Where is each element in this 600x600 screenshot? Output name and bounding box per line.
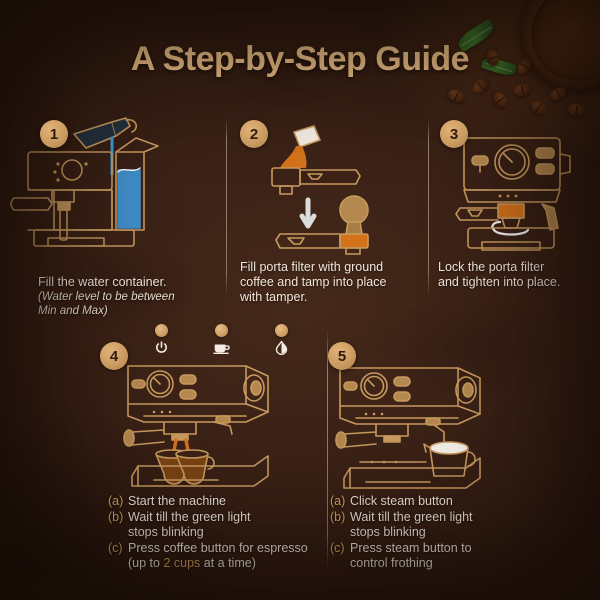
coffee-bean-icon xyxy=(446,87,467,105)
step-1: 1 xyxy=(0,112,226,317)
step-number-badge: 4 xyxy=(100,342,128,370)
step-4-instruction-list: (a) Start the machine (b) Wait till the … xyxy=(108,494,308,572)
step-2: 2 Fill po xyxy=(226,112,430,304)
list-item: (c) Press coffee button for espresso (up… xyxy=(108,541,308,572)
coffee-cup-icon xyxy=(213,340,230,355)
list-marker: (b) xyxy=(108,509,124,524)
step-1-illustration xyxy=(10,117,159,247)
step-5-illustration xyxy=(335,367,481,489)
power-indicator-dot xyxy=(155,324,168,337)
column-divider xyxy=(226,118,227,296)
step-2-illustration xyxy=(271,125,369,255)
step-number-badge: 1 xyxy=(40,120,68,148)
step-2-caption: Fill porta filter with ground coffee and… xyxy=(240,260,387,304)
list-item: (b) Wait till the green light stops blin… xyxy=(330,510,473,541)
list-marker: (a) xyxy=(330,494,346,508)
list-item: (c) Press steam button to control frothi… xyxy=(330,541,473,572)
coffee-bean-icon xyxy=(490,89,511,111)
list-item-text: Press coffee button for espresso (up to … xyxy=(128,541,308,572)
step-3: 3 xyxy=(430,112,600,302)
control-steam[interactable] xyxy=(274,324,289,356)
steam-indicator-dot xyxy=(275,324,288,337)
list-item-text: Press steam button to control frothing xyxy=(350,540,472,571)
list-item-text: Click steam button xyxy=(350,494,453,508)
list-item-text-after: at a time) xyxy=(200,556,256,570)
steam-icon xyxy=(274,340,289,356)
list-marker: (c) xyxy=(108,540,123,555)
steps-row-bottom: 4 xyxy=(0,318,600,583)
step-4: 4 xyxy=(94,318,316,583)
coffee-indicator-dot xyxy=(215,324,228,337)
step-5-instruction-list: (a) Click steam button (b) Wait till the… xyxy=(330,494,473,572)
cups-highlight: 2 cups xyxy=(163,556,201,570)
list-item: (b) Wait till the green light stops blin… xyxy=(108,510,308,541)
step-number-badge: 2 xyxy=(240,120,268,148)
step-5: 5 xyxy=(316,318,506,583)
list-item: (a) Start the machine xyxy=(108,494,308,510)
list-marker: (c) xyxy=(330,540,345,555)
step-3-caption: Lock the porta filter and tighten into p… xyxy=(438,260,561,289)
column-divider xyxy=(428,118,429,296)
list-item-text-before: Press coffee button for espresso (up to xyxy=(128,540,308,571)
step-3-illustration xyxy=(455,137,571,251)
page-title: A Step-by-Step Guide xyxy=(130,40,470,78)
machine-controls-legend xyxy=(154,324,289,356)
control-power[interactable] xyxy=(154,324,169,356)
step-number-badge: 3 xyxy=(440,120,468,148)
step-1-caption: Fill the water container. (Water level t… xyxy=(38,260,175,333)
coffee-bean-icon xyxy=(512,82,533,98)
step-1-caption-text: Fill the water container. xyxy=(38,275,167,289)
list-item: (a) Click steam button xyxy=(330,494,473,510)
list-item-text: Wait till the green light stops blinking xyxy=(350,509,473,540)
list-item-text: Start the machine xyxy=(128,494,226,508)
list-marker: (a) xyxy=(108,494,124,508)
coffee-bean-icon xyxy=(548,84,569,104)
steps-row-top: 1 xyxy=(0,112,600,317)
step-number-badge: 5 xyxy=(328,342,356,370)
power-icon xyxy=(154,340,169,355)
column-divider xyxy=(327,330,328,570)
list-marker: (b) xyxy=(330,509,346,524)
list-item-text: Wait till the green light stops blinking xyxy=(128,509,251,540)
step-4-illustration xyxy=(123,365,269,487)
control-coffee[interactable] xyxy=(213,324,230,356)
step-1-subcaption: (Water level to be between Min and Max) xyxy=(38,291,175,317)
